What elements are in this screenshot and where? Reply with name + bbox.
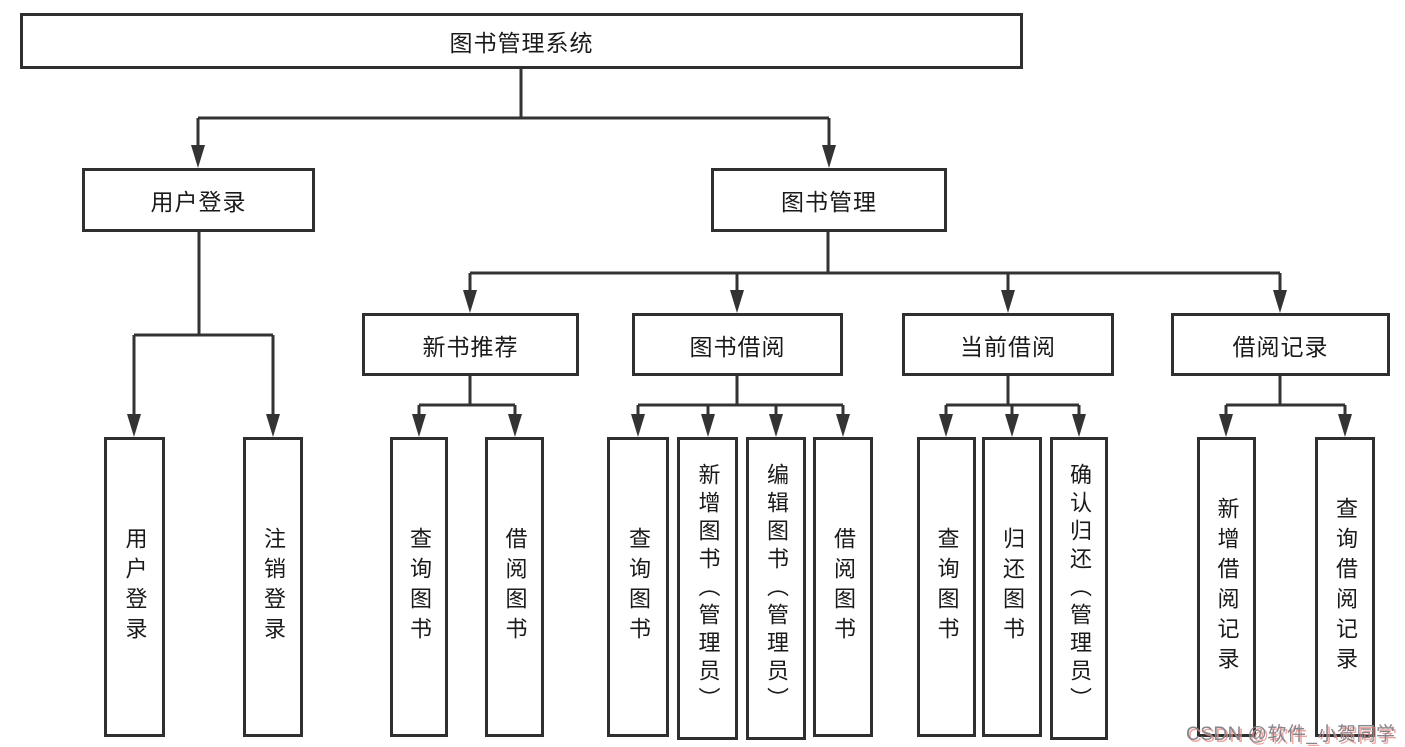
leaf-return-books: 归还图书: [982, 437, 1042, 737]
arrow-icon: [1273, 290, 1287, 313]
arrow-icon: [412, 414, 426, 437]
arrow-icon: [1072, 414, 1086, 437]
node-book-borrow: 图书借阅: [632, 313, 843, 376]
arrow-icon: [266, 414, 280, 437]
node-label: 新增图书（管理员）: [695, 462, 721, 715]
node-borrow-records: 借阅记录: [1171, 313, 1390, 376]
node-label: 确认归还（管理员）: [1067, 462, 1092, 715]
connector-book-mgmt: [468, 232, 1282, 292]
arrow-icon: [127, 414, 141, 437]
connector-root: [196, 69, 831, 147]
arrow-icon: [191, 145, 205, 168]
node-label: 新书推荐: [422, 333, 519, 360]
arrow-icon: [508, 414, 522, 437]
arrow-icon: [1219, 414, 1233, 437]
node-user-login: 用户登录: [82, 168, 315, 232]
node-label: 查询图书: [626, 527, 651, 647]
node-label: 用户登录: [150, 189, 247, 215]
connector-user-login: [132, 232, 275, 416]
node-label: 注销登录: [261, 527, 286, 647]
node-label: 查询借阅记录: [1333, 497, 1358, 677]
leaf-query-borrow-record: 查询借阅记录: [1315, 437, 1375, 737]
leaf-confirm-return-admin: 确认归还（管理员）: [1050, 437, 1108, 740]
arrow-icon: [730, 290, 744, 313]
node-label: 查询图书: [407, 527, 432, 647]
node-label: 图书借阅: [689, 333, 786, 360]
arrow-icon: [1005, 414, 1019, 437]
arrow-icon: [1338, 414, 1352, 437]
leaf-query-books-recommend: 查询图书: [390, 437, 448, 737]
node-label: 新增借阅记录: [1214, 497, 1240, 677]
csdn-watermark: CSDN @软件_小贺同学: [1186, 724, 1396, 745]
connector-current-borrow: [944, 376, 1081, 416]
arrow-icon: [631, 414, 645, 437]
node-label: 用户登录: [122, 527, 148, 647]
connector-borrow-records: [1224, 376, 1347, 416]
arrow-icon: [463, 290, 477, 313]
node-label: 图书管理系统: [449, 30, 594, 56]
node-label: 借阅图书: [831, 527, 856, 647]
leaf-add-books-admin: 新增图书（管理员）: [677, 437, 738, 740]
arrow-icon: [701, 414, 715, 437]
arrow-icon: [836, 414, 850, 437]
leaf-edit-books-admin: 编辑图书（管理员）: [746, 437, 806, 740]
node-label: 编辑图书（管理员）: [764, 462, 789, 715]
arrow-icon: [769, 414, 783, 437]
node-label: 借阅记录: [1232, 333, 1329, 360]
leaf-user-login: 用户登录: [104, 437, 165, 737]
leaf-logout: 注销登录: [243, 437, 303, 737]
leaf-borrow-books-recommend: 借阅图书: [485, 437, 544, 737]
arrow-icon: [939, 414, 953, 437]
arrow-icon: [822, 145, 836, 168]
node-label: 查询图书: [934, 527, 960, 647]
node-label: 借阅图书: [502, 527, 528, 647]
node-label: 归还图书: [1000, 527, 1025, 647]
node-label: 图书管理: [781, 189, 877, 215]
node-label: 当前借阅: [960, 333, 1056, 360]
connector-new-books: [417, 376, 517, 416]
connector-book-borrow: [636, 376, 845, 416]
node-current-borrow: 当前借阅: [902, 313, 1114, 376]
leaf-query-books-current: 查询图书: [917, 437, 976, 737]
leaf-add-borrow-record: 新增借阅记录: [1197, 437, 1256, 737]
node-book-management: 图书管理: [711, 168, 947, 232]
leaf-query-books-borrow: 查询图书: [607, 437, 669, 737]
arrow-icon: [1001, 290, 1015, 313]
leaf-borrow-books: 借阅图书: [813, 437, 873, 737]
node-new-book-recommend: 新书推荐: [362, 313, 579, 376]
node-root-library-system: 图书管理系统: [20, 13, 1023, 69]
